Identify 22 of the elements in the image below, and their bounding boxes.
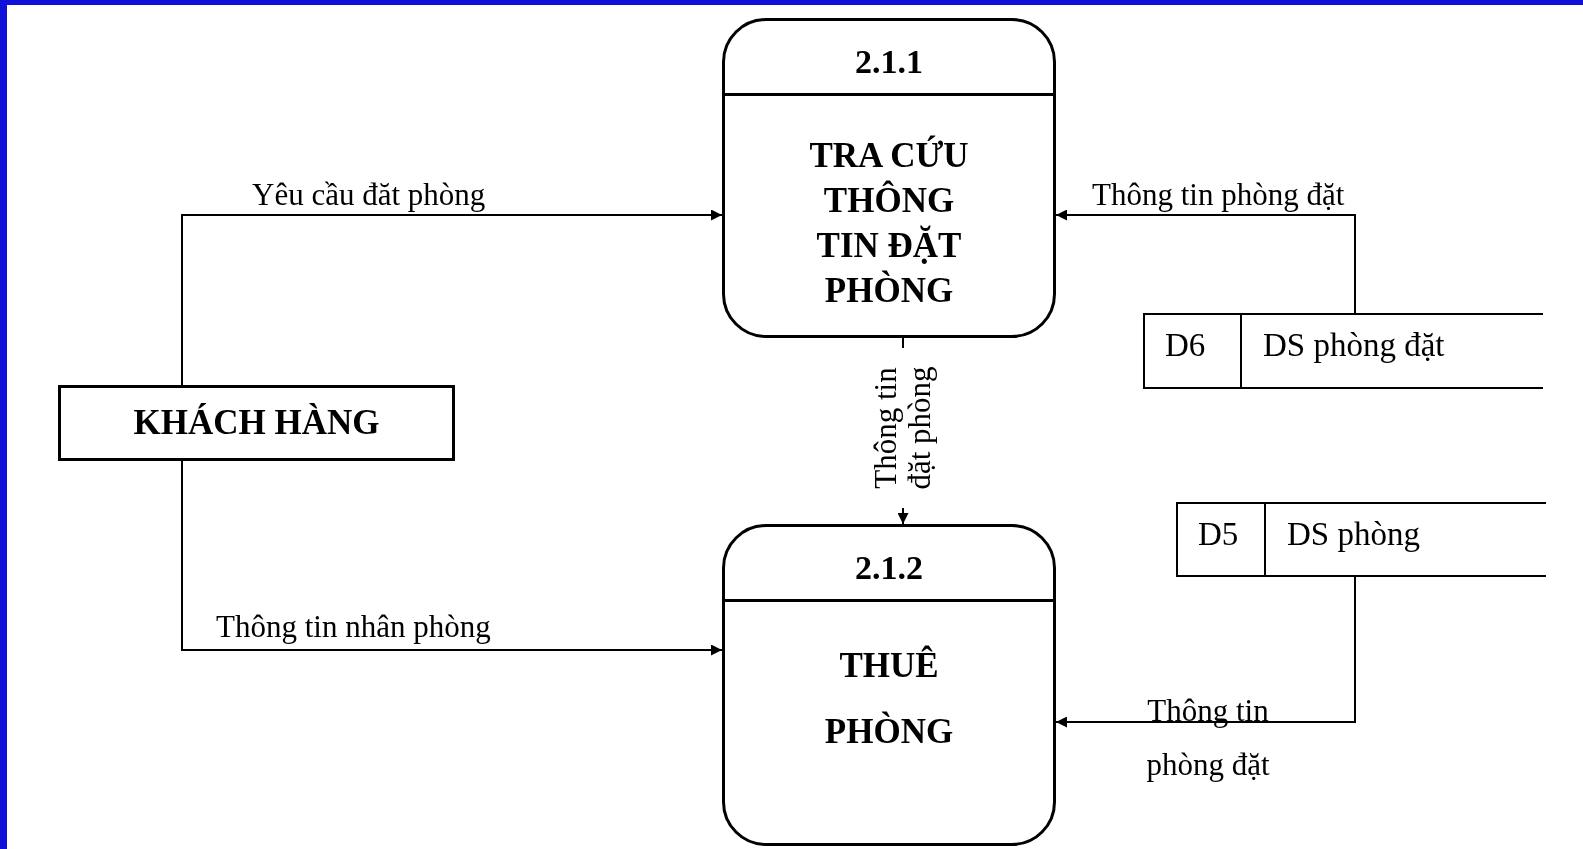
entity-name: KHÁCH HÀNG bbox=[133, 403, 380, 443]
edge-label: Thông tin nhân phòng bbox=[216, 610, 491, 644]
external-entity-box bbox=[58, 385, 455, 461]
arrow bbox=[1055, 576, 1356, 728]
data-store bbox=[1143, 313, 1543, 389]
store-id: D6 bbox=[1165, 327, 1206, 364]
arrow bbox=[181, 209, 723, 386]
store-name: DS phòng bbox=[1287, 516, 1420, 553]
edge-label: Thông tin phòng đặt bbox=[1145, 692, 1271, 784]
process-name: TRA CỨU THÔNG TIN ĐẶT PHÒNG bbox=[808, 134, 970, 312]
arrow bbox=[181, 460, 723, 656]
process-number: 2.1.2 bbox=[855, 549, 923, 587]
store-id: D5 bbox=[1198, 516, 1239, 553]
process-box bbox=[722, 524, 1056, 846]
edge-label: Yêu cầu đăt phòng bbox=[252, 178, 486, 212]
process-box bbox=[722, 18, 1056, 338]
store-name: DS phòng đặt bbox=[1263, 327, 1445, 364]
arrow bbox=[1055, 209, 1356, 314]
process-number: 2.1.1 bbox=[855, 43, 923, 81]
data-store bbox=[1176, 502, 1546, 577]
process-name: THUÊ PHÒNG bbox=[823, 644, 955, 753]
edge-label: Thông tin phòng đặt bbox=[1092, 178, 1345, 212]
